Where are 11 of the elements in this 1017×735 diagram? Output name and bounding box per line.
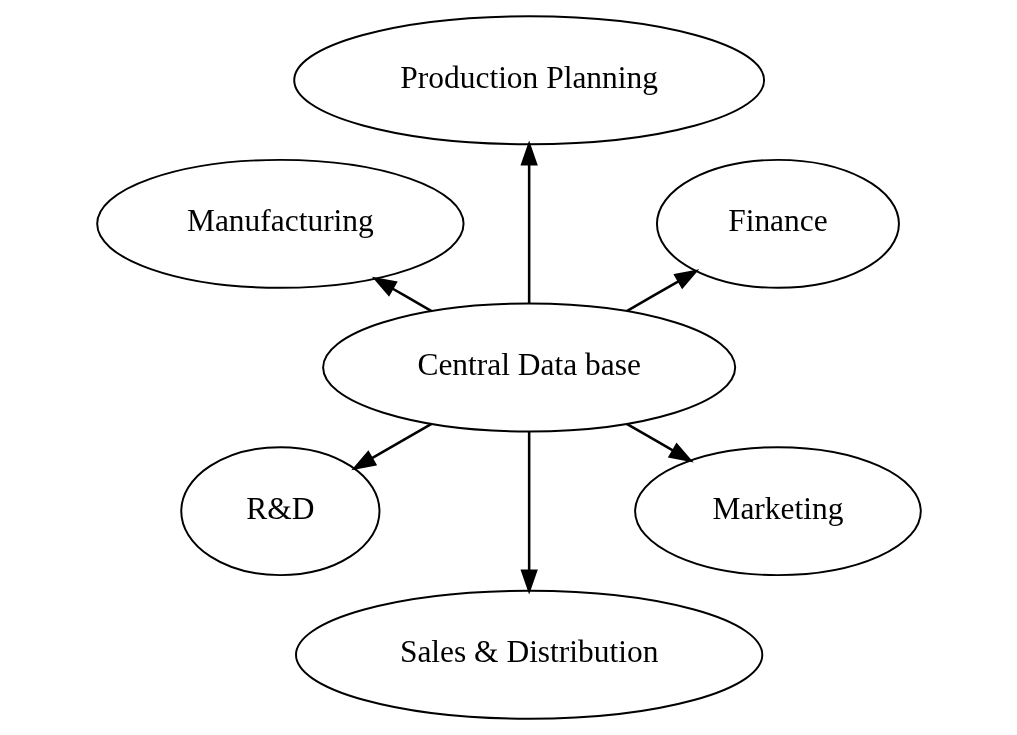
node-ellipse: Production Planning [292, 15, 765, 146]
node-ellipse: Marketing [633, 446, 922, 577]
arrow [371, 276, 432, 313]
arrow [519, 431, 538, 595]
node-ellipse: Central Data base [321, 302, 736, 433]
node-ellipse: Manufacturing [95, 158, 465, 289]
arrow [625, 269, 699, 313]
arrow [350, 422, 432, 471]
arrow [519, 140, 538, 304]
arrow [625, 422, 694, 463]
node-ellipse: Sales & Distribution [294, 589, 763, 720]
